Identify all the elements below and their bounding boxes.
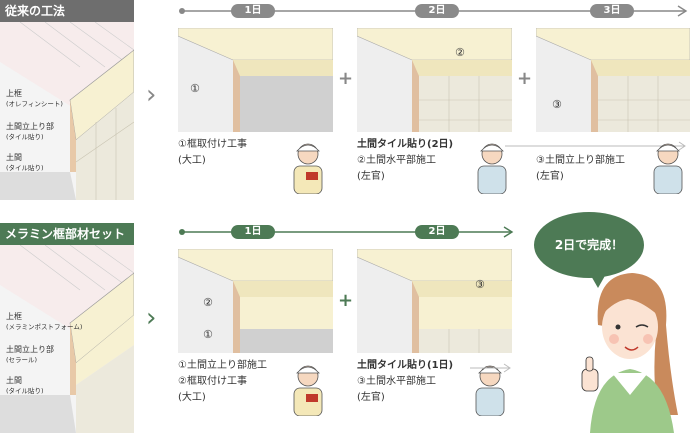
new-step1-marker-b: ① <box>203 328 213 341</box>
old-step3-marker: ③ <box>552 98 562 111</box>
new-section-illustration <box>0 245 134 433</box>
old-step2-illustration <box>357 28 512 132</box>
old-section-illustration <box>0 22 134 200</box>
plasterer-worker-icon <box>475 365 505 416</box>
section-title-new: メラミン框部材セット <box>0 223 134 245</box>
new-timeline-arrow <box>179 226 514 238</box>
old-day-2: 2日 <box>415 4 459 18</box>
old-label-frame: 上框(オレフィンシート) <box>6 89 63 108</box>
old-step3-illustration <box>536 28 690 132</box>
new-step2-arrow <box>470 363 511 373</box>
plasterer-worker-icon <box>653 143 683 194</box>
new-label-floor: 土間(タイル貼り) <box>6 376 44 395</box>
old-day-1: 1日 <box>231 4 275 18</box>
section-title-old: 従来の工法 <box>0 0 134 22</box>
new-label-frame: 上框(メラミンポストフォーム) <box>6 312 83 331</box>
old-label-floor: 土間(タイル貼り) <box>6 153 44 172</box>
carpenter-worker-icon <box>293 143 323 194</box>
old-label-riser: 土間立上り部(タイル貼り) <box>6 122 54 141</box>
chevron-right-icon: › <box>146 303 157 333</box>
old-step1-caption: ①框取付け工事(大工) <box>178 139 247 166</box>
new-step2-caption: 土間タイル貼り(1日)③土間水平部施工(左官) <box>357 360 454 403</box>
new-step2-marker: ③ <box>475 278 485 291</box>
old-step3-caption: ③土間立上り部施工(左官) <box>536 155 625 182</box>
woman-thumbs-up-illustration <box>581 273 678 433</box>
completion-bubble: 2日で完成！ <box>534 212 644 288</box>
new-label-riser: 土間立上り部(セラール) <box>6 345 54 364</box>
old-step1-marker: ① <box>190 82 200 95</box>
plasterer-worker-icon <box>477 143 507 194</box>
carpenter-worker-icon <box>293 365 323 416</box>
old-step1-illustration <box>178 28 333 132</box>
new-step1-marker-a: ② <box>203 296 213 309</box>
plus-icon: + <box>517 68 533 89</box>
old-step2-marker: ② <box>455 46 465 59</box>
new-day-1: 1日 <box>231 225 275 239</box>
old-step2-caption: 土間タイル貼り(2日)②土間水平部施工(左官) <box>357 139 454 182</box>
new-day-2: 2日 <box>415 225 459 239</box>
new-step2-illustration <box>357 249 512 353</box>
chevron-right-icon: › <box>146 80 157 110</box>
plus-icon: + <box>338 68 354 89</box>
plus-icon: + <box>338 290 354 311</box>
new-step1-illustration <box>178 249 333 353</box>
old-step2-arrow <box>505 141 686 151</box>
old-day-3: 3日 <box>590 4 634 18</box>
